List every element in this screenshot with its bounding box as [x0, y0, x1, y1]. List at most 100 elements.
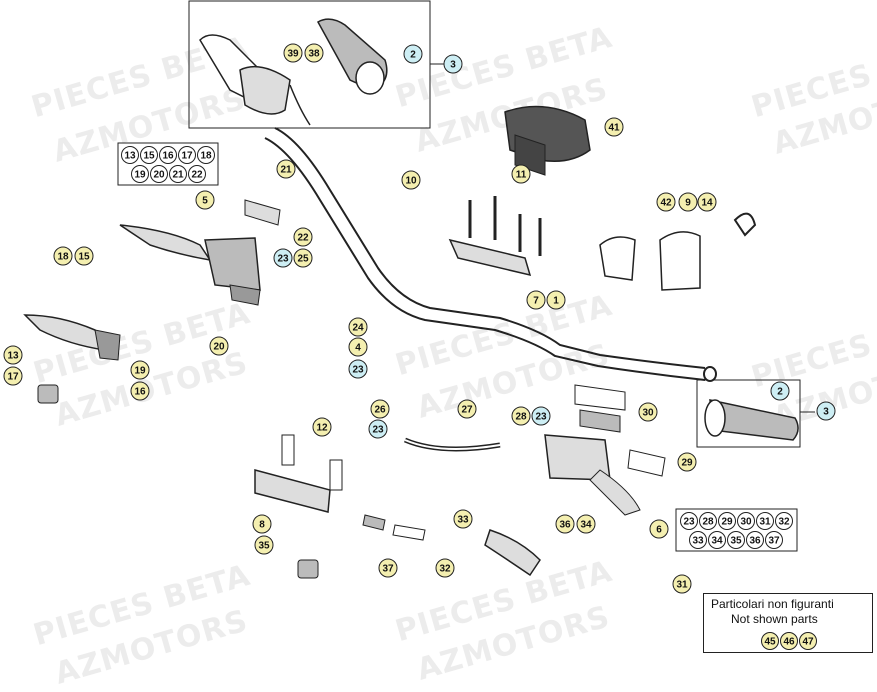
- throttle-assembly: [199, 18, 388, 126]
- callout-12: 12: [312, 417, 332, 437]
- callout-16: 16: [130, 381, 150, 401]
- svg-text:13: 13: [7, 351, 19, 362]
- callout-24: 24: [348, 317, 368, 337]
- clutch-lever-assembly: [119, 199, 281, 306]
- callout-35: 35: [727, 531, 745, 549]
- brake-hose: [404, 437, 501, 452]
- callout-8: 8: [252, 514, 272, 534]
- callout-1: 1: [546, 290, 566, 310]
- svg-text:31: 31: [676, 580, 688, 591]
- callout-36: 36: [555, 514, 575, 534]
- svg-text:23: 23: [352, 365, 364, 376]
- svg-text:29: 29: [681, 458, 693, 469]
- callout-21: 21: [169, 165, 187, 183]
- callout-30: 30: [737, 512, 755, 530]
- callout-31: 31: [756, 512, 774, 530]
- svg-text:4: 4: [355, 343, 361, 354]
- callout-20: 20: [150, 165, 168, 183]
- svg-text:17: 17: [7, 372, 19, 383]
- svg-text:20: 20: [213, 342, 225, 353]
- handlebar-outline-bottom: [264, 137, 706, 381]
- legend-line-1: Particolari non figuranti: [711, 597, 834, 611]
- svg-text:26: 26: [374, 405, 386, 416]
- callout-26: 26: [370, 399, 390, 419]
- callout-13: 13: [121, 146, 139, 164]
- callout-22: 22: [188, 165, 206, 183]
- callout-3: 3: [816, 401, 836, 421]
- callout-29: 29: [718, 512, 736, 530]
- svg-text:19: 19: [134, 366, 146, 377]
- callout-18: 18: [197, 146, 215, 164]
- callout-14: 14: [697, 192, 717, 212]
- handlebar-pad-cover: [504, 105, 591, 176]
- lower-clamp-assembly: [254, 434, 343, 579]
- callout-13: 13: [3, 345, 23, 365]
- svg-text:11: 11: [516, 170, 527, 181]
- callout-42: 42: [656, 192, 676, 212]
- svg-text:28: 28: [702, 517, 714, 528]
- grip-inset-frame: [696, 379, 801, 448]
- svg-text:23: 23: [277, 254, 289, 265]
- callout-28: 28: [699, 512, 717, 530]
- handlebar-end: [703, 366, 717, 382]
- callout-18: 18: [53, 246, 73, 266]
- svg-text:35: 35: [258, 541, 270, 552]
- callout-23: 23: [348, 359, 368, 379]
- parts-diagram: PIECES BETA AZMOTORS PIECES BETA AZMOTOR…: [3, 0, 877, 692]
- svg-text:1: 1: [553, 296, 559, 307]
- callout-17: 17: [3, 366, 23, 386]
- svg-text:25: 25: [297, 254, 309, 265]
- callout-30: 30: [638, 402, 658, 422]
- svg-text:16: 16: [162, 151, 174, 162]
- callout-4: 4: [348, 337, 368, 357]
- svg-text:27: 27: [461, 405, 473, 416]
- svg-text:8: 8: [259, 520, 265, 531]
- svg-text:20: 20: [153, 170, 165, 181]
- callout-15: 15: [74, 246, 94, 266]
- svg-text:7: 7: [533, 296, 539, 307]
- callout-11: 11: [511, 164, 531, 184]
- svg-text:21: 21: [172, 170, 184, 181]
- svg-text:14: 14: [701, 198, 713, 209]
- svg-text:24: 24: [352, 323, 364, 334]
- callout-20: 20: [209, 336, 229, 356]
- callout-33: 33: [689, 531, 707, 549]
- callout-3: 3: [443, 54, 463, 74]
- handlebar-outline-top: [274, 127, 706, 369]
- svg-text:35: 35: [730, 536, 742, 547]
- svg-text:6: 6: [656, 525, 662, 536]
- svg-text:34: 34: [711, 536, 723, 547]
- svg-text:2: 2: [777, 387, 783, 398]
- svg-text:32: 32: [439, 564, 451, 575]
- callout-19: 19: [131, 165, 149, 183]
- svg-text:10: 10: [405, 176, 417, 187]
- svg-text:23: 23: [683, 517, 695, 528]
- svg-text:30: 30: [740, 517, 752, 528]
- callout-22: 22: [293, 227, 313, 247]
- svg-text:19: 19: [134, 170, 146, 181]
- svg-text:36: 36: [559, 520, 571, 531]
- svg-text:5: 5: [202, 196, 208, 207]
- callout-31: 31: [672, 574, 692, 594]
- upper-clamp-assembly: [448, 196, 542, 277]
- callout-34: 34: [576, 514, 596, 534]
- callout-2: 2: [403, 44, 423, 64]
- svg-text:34: 34: [580, 520, 592, 531]
- callout-25: 25: [293, 248, 313, 268]
- svg-text:16: 16: [134, 387, 146, 398]
- svg-text:29: 29: [721, 517, 733, 528]
- callout-34: 34: [708, 531, 726, 549]
- callout-38: 38: [304, 43, 324, 63]
- legend-line-2: Not shown parts: [731, 612, 818, 626]
- callout-37: 37: [765, 531, 783, 549]
- callout-2: 2: [770, 381, 790, 401]
- svg-text:39: 39: [287, 49, 299, 60]
- svg-text:23: 23: [372, 425, 384, 436]
- svg-text:15: 15: [143, 151, 155, 162]
- grip-right: [704, 399, 799, 441]
- callout-35: 35: [254, 535, 274, 555]
- callout-7: 7: [526, 290, 546, 310]
- callout-29: 29: [677, 452, 697, 472]
